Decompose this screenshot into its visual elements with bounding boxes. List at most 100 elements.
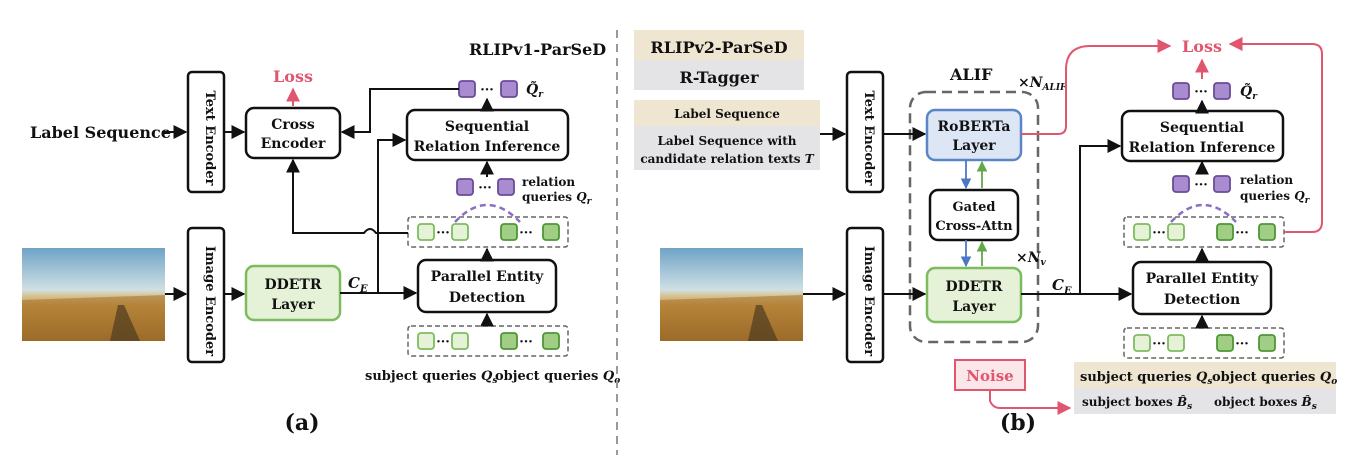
cross-encoder-box — [244, 106, 342, 160]
qtilde-label-a: Q̃r — [526, 80, 544, 100]
subject-query-square — [1133, 334, 1151, 352]
label-sequence-text: Label Sequence — [30, 123, 171, 142]
field-image-b-grass — [660, 295, 803, 341]
object-query-square — [500, 332, 518, 350]
nv-label: ×Nv — [1016, 250, 1047, 268]
arrow-ce-to-sri — [377, 133, 407, 293]
label-seq-cand-1: Label Sequence with — [657, 134, 796, 148]
label-seq-b: Label Sequence — [674, 107, 780, 121]
ellipsis: ··· — [519, 226, 533, 241]
label-seq-cand-bg — [634, 126, 820, 170]
ellipsis: ··· — [1235, 226, 1249, 241]
subject-queries-label-b: subject queries Qs — [1080, 370, 1212, 387]
relation-query-square — [456, 178, 474, 196]
entities-dashed-box-a — [407, 216, 569, 248]
query-table-tan — [1074, 362, 1336, 388]
ped-line1-a: Parallel Entity — [431, 269, 545, 285]
noise-label: Noise — [966, 367, 1013, 385]
object-entity-square — [542, 223, 560, 241]
subject-query-square — [1167, 334, 1185, 352]
object-query-square — [1216, 334, 1234, 352]
qtilde-square — [1213, 82, 1231, 100]
title-rtagger: R-Tagger — [679, 68, 759, 87]
ddetr-line1-b: DDETR — [945, 279, 1002, 295]
query-table-grey — [1074, 388, 1336, 414]
title-rlipv2-bg — [634, 30, 804, 60]
object-query-square — [542, 332, 560, 350]
relation-query-square — [1213, 175, 1231, 193]
caption-b: (b) — [1000, 410, 1036, 436]
ellipsis: ··· — [1152, 337, 1166, 352]
sri-line2-a: Relation Inference — [414, 139, 561, 155]
arrow-ce-to-sri-b — [1079, 139, 1122, 294]
cross-encoder-line2: Encoder — [261, 136, 326, 152]
title-rlipv2: RLIPv2-ParSeD — [650, 38, 787, 57]
sri-line1-b: Sequential — [1160, 120, 1244, 136]
subject-queries-label-a: subject queries Qs — [365, 369, 497, 386]
image-encoder-label: Image Encoder — [202, 246, 217, 356]
panel-b: RLIPv2-ParSeD R-Tagger Label Sequence La… — [634, 30, 1337, 436]
ellipsis: ··· — [436, 226, 450, 241]
subject-query-square — [417, 332, 435, 350]
qtilde-square — [500, 80, 518, 98]
gated-line2: Cross-Attn — [935, 219, 1013, 234]
title-rlipv1: RLIPv1-ParSeD — [469, 40, 606, 59]
arrow-qtilde-to-cross — [340, 88, 459, 139]
ddetr-line1-a: DDETR — [264, 277, 321, 293]
relation-query-square — [1172, 175, 1190, 193]
sri-line1-a: Sequential — [445, 119, 529, 135]
n-alif-label: ×NALIF — [1018, 75, 1067, 93]
arrow-entities-to-loss — [1228, 37, 1323, 233]
ellipsis: ··· — [478, 181, 492, 196]
subject-entity-square — [417, 223, 435, 241]
relation-arc-b — [1170, 203, 1237, 223]
text-encoder-box-b — [845, 70, 885, 194]
object-boxes-label: object boxes B̂s — [1214, 394, 1317, 412]
qtilde-square — [1172, 82, 1190, 100]
qtilde-square — [458, 80, 476, 98]
roberta-line1: RoBERTa — [937, 119, 1010, 135]
ped-line2-b: Detection — [1164, 292, 1240, 308]
relation-arc-a — [454, 203, 521, 223]
subject-entity-square — [1133, 223, 1151, 241]
sri-line2-b: Relation Inference — [1129, 140, 1276, 156]
ped-line2-a: Detection — [449, 290, 525, 306]
cross-encoder-line1: Cross — [271, 117, 315, 133]
ped-line1-b: Parallel Entity — [1146, 271, 1260, 287]
qtilde-label-b: Q̃r — [1240, 82, 1258, 102]
relation-queries-label-b: queries Qr — [1240, 189, 1311, 206]
arrow-noise-to-boxes — [989, 390, 1072, 415]
ellipsis: ··· — [1152, 226, 1166, 241]
ce-label-a: CE — [348, 274, 368, 295]
field-image-a-path — [110, 305, 140, 341]
relation-label-b: relation — [1240, 173, 1293, 187]
object-entity-square — [1216, 223, 1234, 241]
alif-label: ALIF — [949, 65, 993, 84]
text-encoder-label-b: Text Encoder — [861, 91, 876, 186]
text-encoder-label: Text Encoder — [202, 91, 217, 186]
alif-group — [908, 90, 1040, 344]
object-query-square — [1258, 334, 1276, 352]
ellipsis: ··· — [1194, 85, 1208, 100]
label-seq-cand-2: candidate relation texts T — [640, 152, 814, 166]
relation-label-a: relation — [522, 175, 575, 189]
ddetr-line2-a: Layer — [271, 297, 315, 313]
gated-cross-attn-box — [928, 188, 1020, 242]
gated-line1: Gated — [953, 200, 996, 215]
ddetr-line2-b: Layer — [952, 299, 996, 315]
subject-entity-square — [1167, 223, 1185, 241]
subject-entity-square — [451, 223, 469, 241]
ellipsis: ··· — [436, 335, 450, 350]
ellipsis: ··· — [1235, 337, 1249, 352]
object-queries-label-a: object queries Qo — [495, 369, 620, 386]
loss-label-a: Loss — [273, 67, 313, 86]
image-encoder-label-b: Image Encoder — [861, 246, 876, 356]
panel-a: RLIPv1-ParSeD Label Sequence Text Encode… — [22, 40, 620, 436]
ellipsis: ··· — [1194, 178, 1208, 193]
loss-label-b: Loss — [1182, 37, 1222, 56]
object-entity-square — [1258, 223, 1276, 241]
ellipsis: ··· — [480, 83, 494, 98]
object-queries-label-b: object queries Qo — [1212, 370, 1337, 387]
ped-box-b — [1131, 260, 1273, 316]
